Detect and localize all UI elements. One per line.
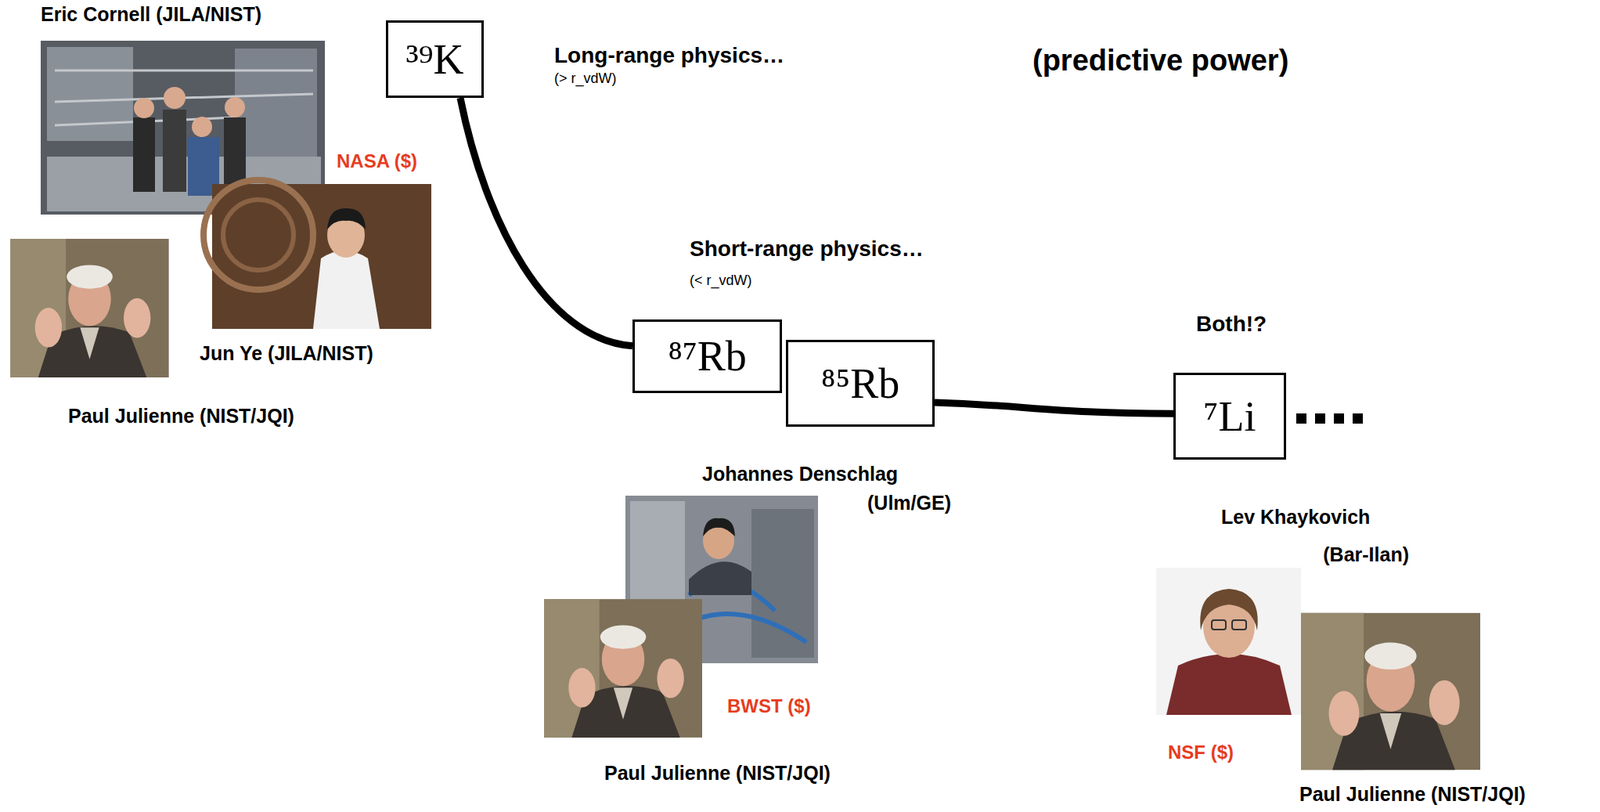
- dot: [1315, 413, 1326, 424]
- glasses: [1211, 619, 1226, 630]
- person-head: [133, 97, 155, 119]
- funding-label: BWST ($): [727, 695, 811, 718]
- isotope-label: ⁸⁵Rb: [821, 362, 901, 405]
- isotope-label: ³⁹K: [405, 38, 464, 81]
- isotope-box: ⁷Li: [1173, 372, 1287, 460]
- hair: [702, 518, 736, 537]
- person: [688, 561, 752, 595]
- regime-note: (< r_vdW): [689, 272, 753, 289]
- continuation-dots: [1296, 413, 1363, 424]
- person-head: [224, 97, 246, 118]
- regime-note: (> r_vdW): [554, 70, 617, 87]
- regime-label: Short-range physics…: [689, 236, 924, 262]
- photo-background: [212, 183, 432, 329]
- photo-background: [1156, 567, 1301, 715]
- person-name: Lev Khaykovich: [1221, 505, 1370, 529]
- regime-label: Long-range physics…: [554, 43, 785, 69]
- person-head: [191, 116, 213, 137]
- connector-curve: [934, 402, 1174, 414]
- staircase: [203, 180, 314, 290]
- julienne-photo: [10, 238, 169, 378]
- person-head: [163, 86, 186, 109]
- shirt: [313, 250, 380, 329]
- person-name: Jun Ye (JILA/NIST): [199, 342, 374, 365]
- person-name: Paul Julienne (NIST/JQI): [604, 761, 831, 785]
- glasses: [1232, 619, 1247, 630]
- julienne-photo: [544, 598, 703, 738]
- isotope-box: ³⁹K: [385, 20, 484, 98]
- khaykovich-photo: [1156, 567, 1301, 715]
- isotope-label: ⁸⁷Rb: [667, 335, 747, 378]
- lab-equipment: [234, 48, 318, 159]
- isotope-label: ⁷Li: [1203, 395, 1257, 438]
- dot: [1296, 413, 1307, 424]
- lab-equipment: [46, 46, 134, 141]
- staircase: [223, 199, 294, 271]
- person-name: Paul Julienne (NIST/JQI): [68, 404, 295, 428]
- person: [162, 109, 187, 192]
- shirt: [1166, 653, 1292, 715]
- person-name: Johannes Denschlag: [702, 462, 898, 486]
- person: [133, 117, 155, 192]
- funding-label: NSF ($): [1167, 741, 1234, 764]
- julienne-photo: [1300, 612, 1481, 770]
- person-name: Paul Julienne (NIST/JQI): [1299, 782, 1526, 806]
- affiliation: (Bar-Ilan): [1322, 543, 1410, 566]
- affiliation: (Ulm/GE): [867, 491, 952, 515]
- person-name: Eric Cornell (JILA/NIST): [40, 3, 262, 26]
- dot: [1333, 413, 1345, 424]
- jun-ye-photo: [203, 180, 432, 329]
- hair: [327, 208, 366, 230]
- isotope-box: ⁸⁵Rb: [785, 339, 935, 427]
- heading-fragment: (predictive power): [1032, 43, 1289, 79]
- connector-curve: [460, 97, 633, 346]
- dot: [1352, 413, 1363, 424]
- hair: [1200, 588, 1258, 631]
- lab-equipment: [751, 508, 815, 658]
- isotope-box: ⁸⁷Rb: [632, 319, 782, 393]
- funding-label: NASA ($): [336, 150, 418, 173]
- regime-label: Both!?: [1196, 311, 1267, 337]
